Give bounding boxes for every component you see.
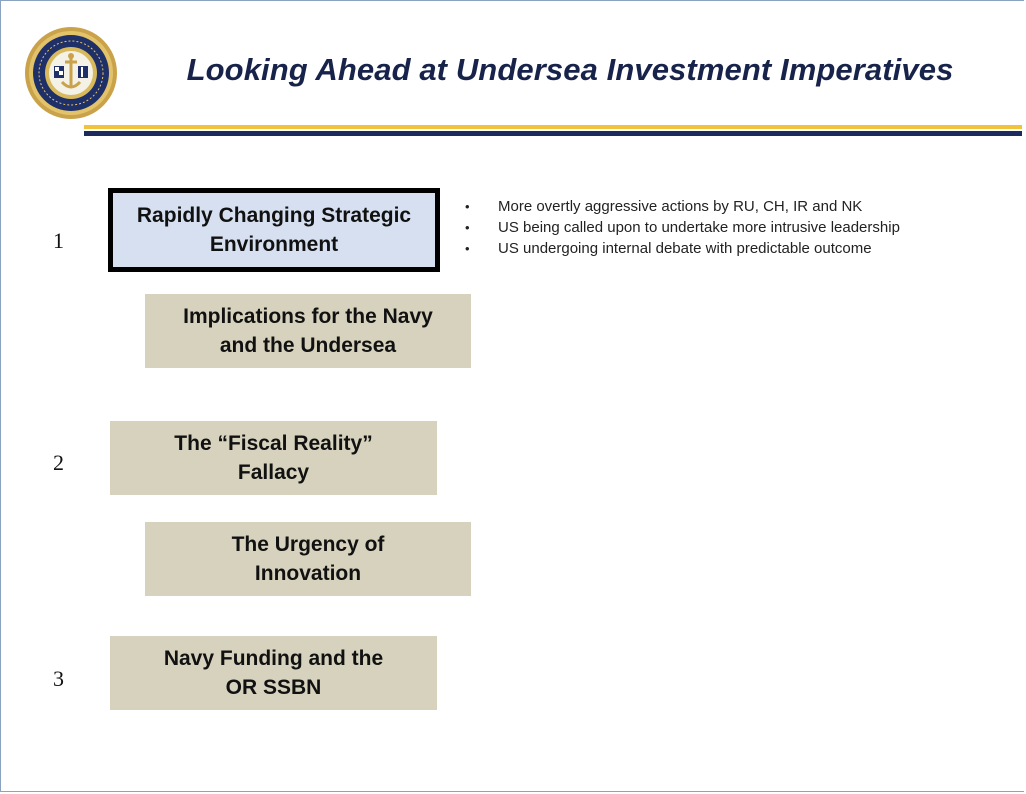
gold-divider [84,125,1022,129]
bullet-item: •US undergoing internal debate with pred… [465,240,872,257]
section-number-3: 3 [53,666,64,691]
section-box-navy-funding[interactable]: Navy Funding and the OR SSBN [110,636,437,710]
section-box-label: Rapidly Changing Strategic Environment [136,203,412,256]
bullet-dot-icon: • [465,241,470,256]
bullet-dot-icon: • [465,220,470,235]
slide-title: Looking Ahead at Undersea Investment Imp… [186,52,954,87]
section-number-1: 1 [53,228,64,253]
section-box-strategic-environment[interactable]: Rapidly Changing Strategic Environment [108,188,440,272]
section-box-fiscal-reality[interactable]: The “Fiscal Reality” Fallacy [110,421,437,495]
navy-divider [84,131,1022,136]
navy-seal-emblem-icon [24,26,118,120]
bullet-item: •US being called upon to undertake more … [465,219,900,236]
bullet-item: •More overtly aggressive actions by RU, … [465,198,863,215]
section-box-label: Implications for the Navy and the Unders… [183,304,433,357]
section-box-urgency-innovation[interactable]: The Urgency of Innovation [145,522,471,596]
section-box-label: The “Fiscal Reality” Fallacy [174,431,373,484]
section-box-label: The Urgency of Innovation [231,532,385,585]
bullet-dot-icon: • [465,199,470,214]
bullet-list: •More overtly aggressive actions by RU, … [462,196,900,259]
section-box-navy-implications[interactable]: Implications for the Navy and the Unders… [145,294,471,368]
section-box-label: Navy Funding and the OR SSBN [163,646,384,699]
section-number-2: 2 [53,450,64,475]
